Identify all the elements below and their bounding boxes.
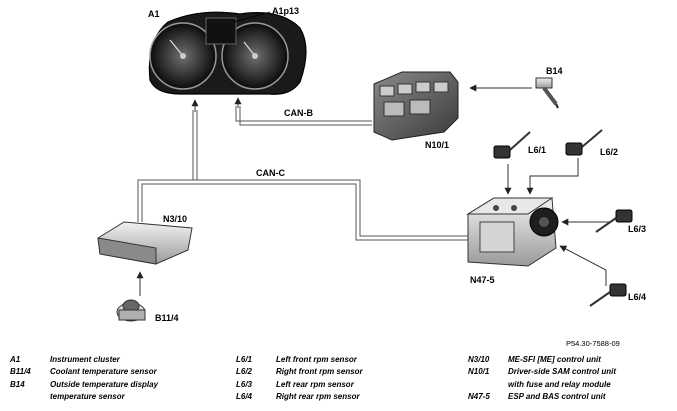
coolant-temperature-sensor <box>116 299 146 322</box>
label-a1p13: A1p13 <box>272 6 299 16</box>
rpm-sensor-left-rear <box>595 209 633 233</box>
label-n3-10: N3/10 <box>163 214 187 224</box>
figure-code: P54.30-7588-09 <box>566 339 620 348</box>
label-n10-1: N10/1 <box>425 140 449 150</box>
label-l6-3: L6/3 <box>628 224 646 234</box>
instrument-cluster <box>148 11 307 95</box>
label-l6-1: L6/1 <box>528 145 546 155</box>
legend-item: temperature sensor <box>50 391 125 401</box>
esp-control-unit <box>466 197 559 267</box>
me-sfi-control-unit <box>97 221 193 265</box>
label-a1: A1 <box>148 9 160 19</box>
rpm-sensor-right-rear <box>589 283 627 307</box>
label-b14: B14 <box>546 66 563 76</box>
a1p13-leader <box>233 11 271 23</box>
label-n47-5: N47-5 <box>470 275 495 285</box>
label-l6-4: L6/4 <box>628 292 646 302</box>
legend-item: with fuse and relay module <box>508 379 611 389</box>
label-can-b: CAN-B <box>284 108 313 118</box>
label-b11-4: B11/4 <box>155 313 179 323</box>
rpm-sensor-right-front <box>565 129 603 156</box>
label-l6-2: L6/2 <box>600 147 618 157</box>
outside-temperature-sensor <box>535 77 559 109</box>
l6-2-arrow <box>526 158 579 195</box>
rpm-sensor-left-front <box>493 131 531 159</box>
l6-4-arrow <box>559 245 607 286</box>
can-b-bus <box>235 106 372 126</box>
label-can-c: CAN-C <box>256 168 285 178</box>
sam-control-unit <box>373 71 459 141</box>
can-c-bus <box>137 110 468 241</box>
